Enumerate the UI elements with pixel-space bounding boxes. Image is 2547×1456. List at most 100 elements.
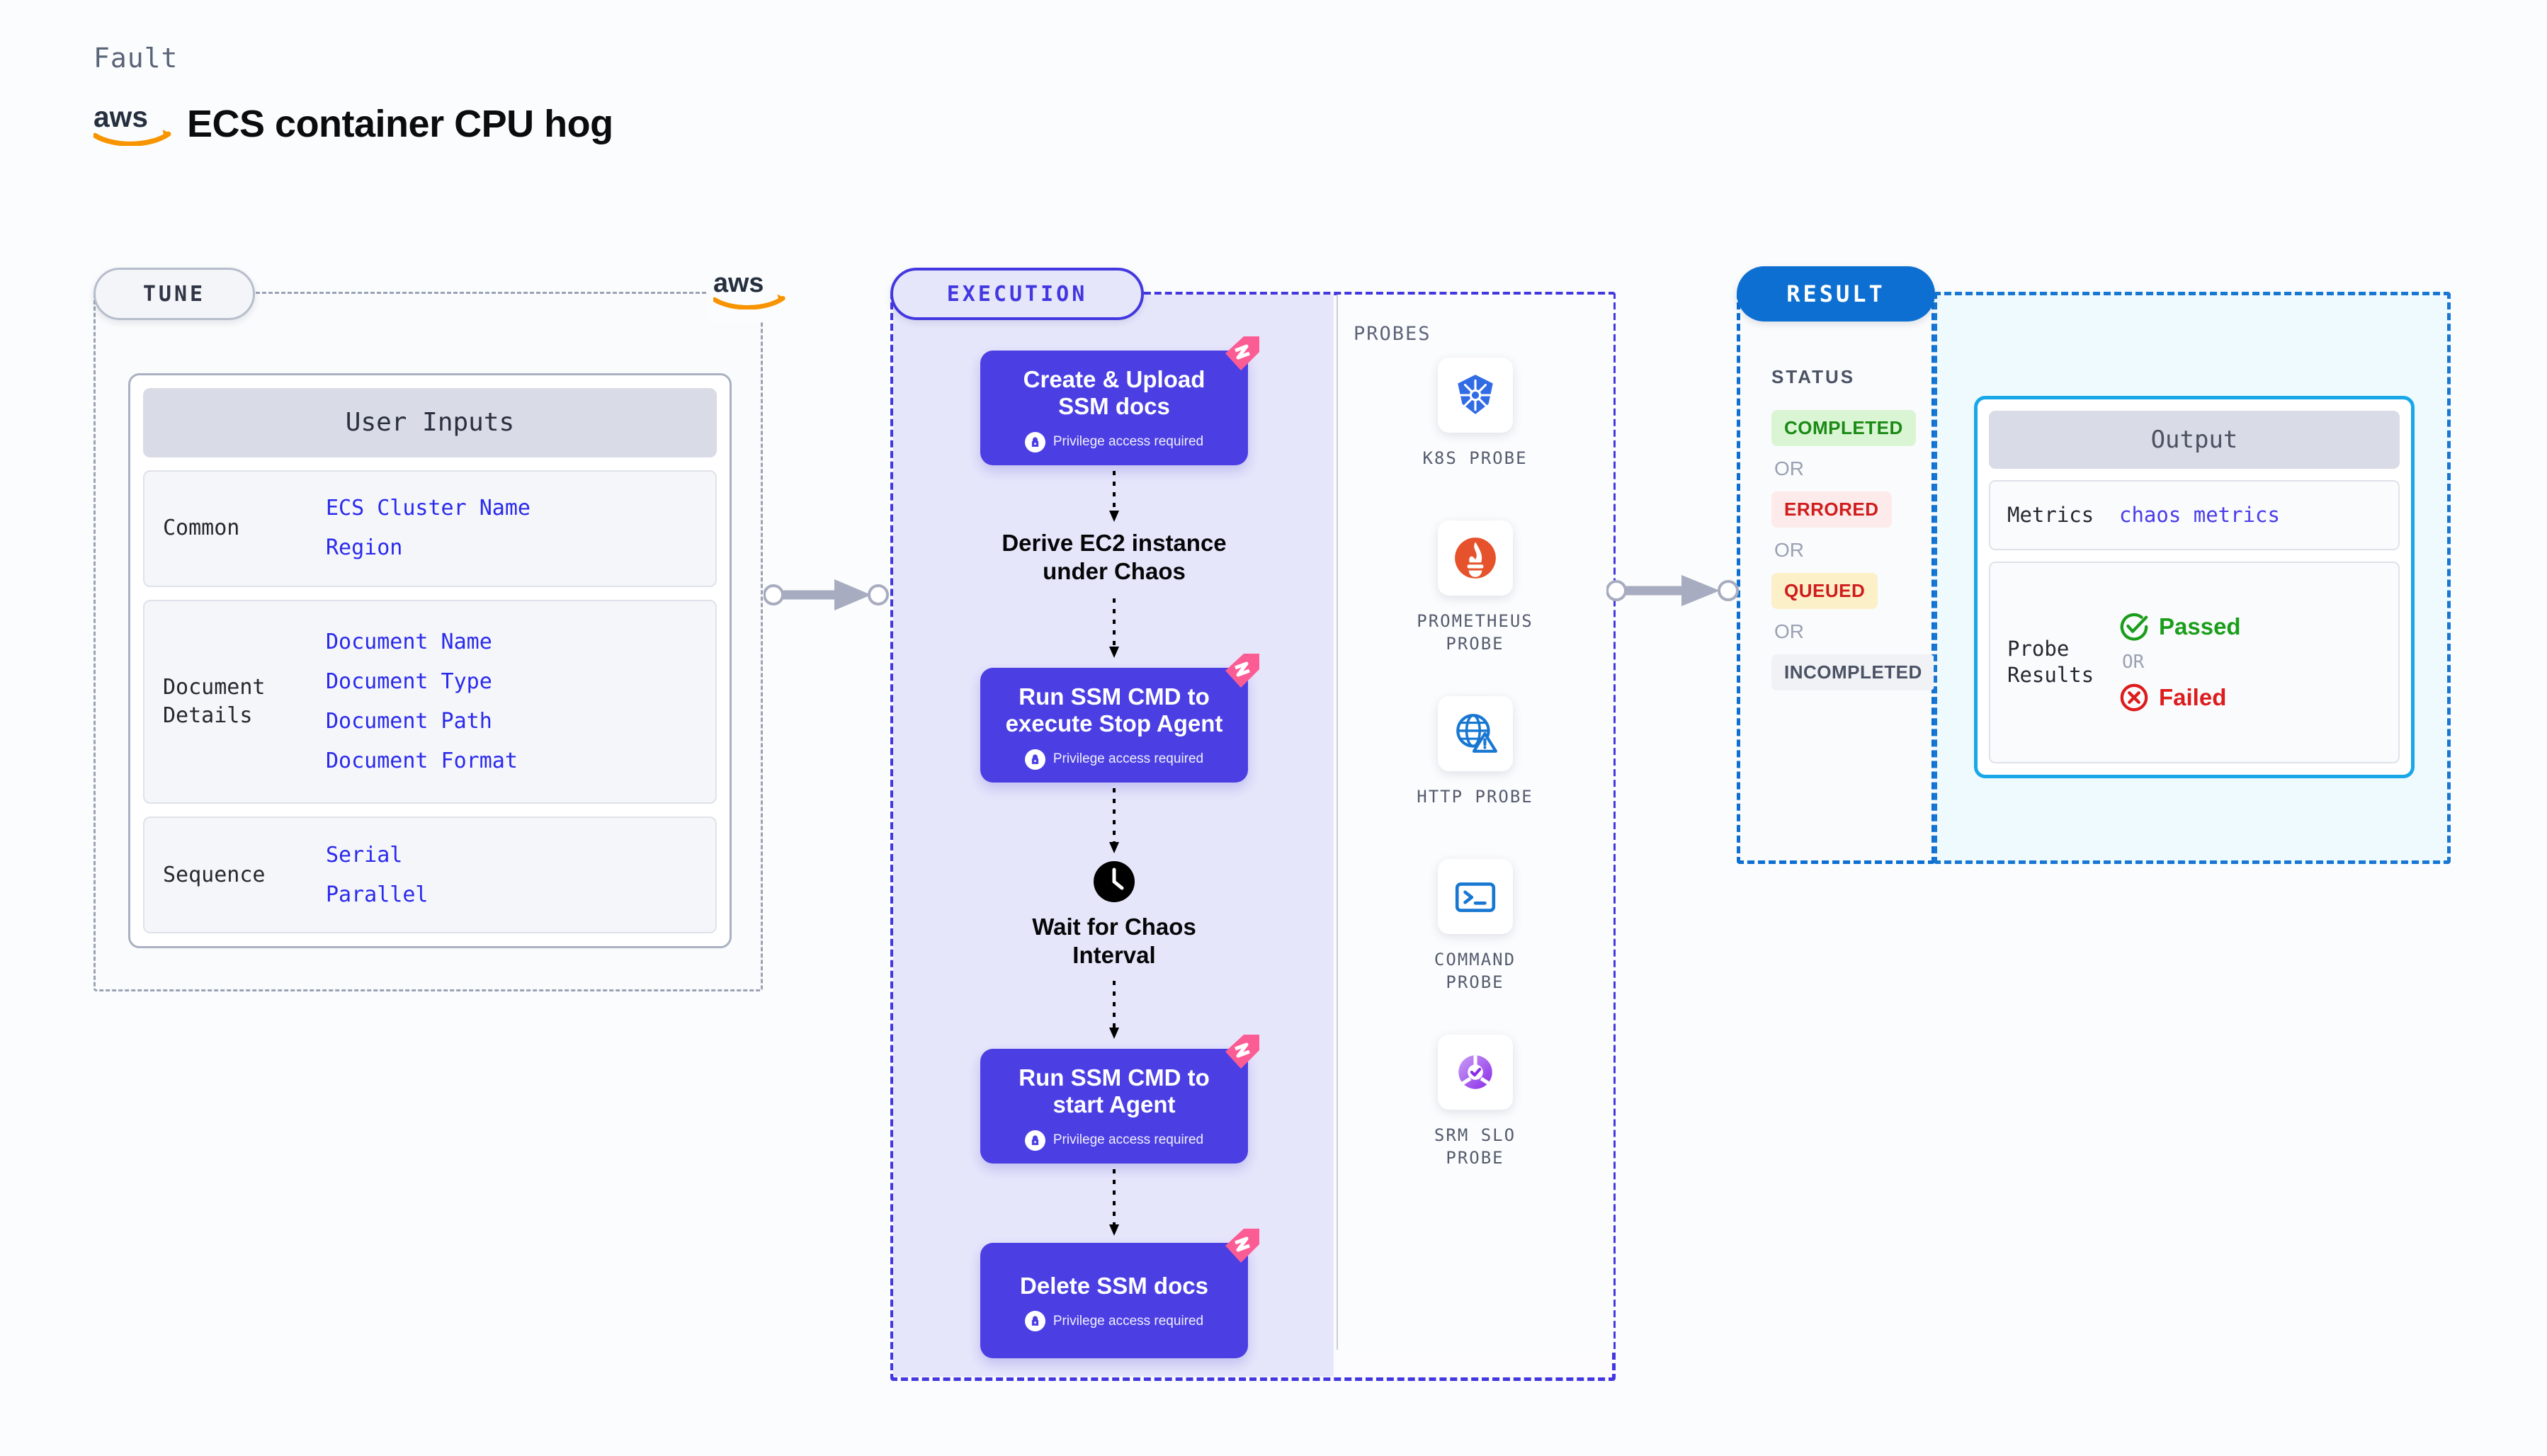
node-title-line1: Run SSM CMD to — [1019, 683, 1210, 710]
lock-icon — [1024, 1130, 1045, 1151]
page-title: ECS container CPU hog — [187, 103, 613, 145]
tune-to-execution-arrow — [764, 579, 889, 610]
input-field-document-name[interactable]: Document Name — [326, 629, 492, 654]
chaos-flag-icon — [1225, 336, 1259, 370]
status-list: COMPLETED OR ERRORED OR QUEUED OR INCOMP… — [1771, 410, 1935, 690]
node-title-line1: Delete SSM docs — [1020, 1273, 1208, 1299]
page-header: Fault aws ECS container CPU hog — [93, 42, 613, 146]
result-stage-pill[interactable]: RESULT — [1737, 266, 1935, 322]
node-title-line1: Run SSM CMD to — [1019, 1064, 1210, 1091]
fault-title-row: aws ECS container CPU hog — [93, 102, 613, 146]
result-output-panel: Output Metrics chaos metrics Probe Resul… — [1934, 292, 2451, 864]
result-status-panel: STATUS COMPLETED OR ERRORED OR QUEUED OR… — [1737, 292, 1935, 864]
privilege-note: Privilege access required — [989, 1130, 1240, 1151]
probe-result-values: Passed OR Failed — [2119, 612, 2241, 712]
output-probe-label: Probe Results — [2007, 636, 2094, 688]
flow-step-derive-ec2-instance: Derive EC2 instance under Chaos — [965, 529, 1263, 585]
privilege-note-text: Privilege access required — [1053, 1132, 1204, 1148]
probe-result-passed: Passed — [2119, 612, 2241, 642]
flow-node-run-ssm-cmd-stop-agent[interactable]: Run SSM CMD to execute Stop Agent Privil… — [980, 654, 1259, 783]
input-group-label: Common — [163, 516, 240, 541]
node-title-line2: execute Stop Agent — [1005, 710, 1223, 737]
probe-label: HTTP PROBE — [1417, 787, 1533, 807]
flow-text-line2: Interval — [1072, 941, 1156, 968]
fault-kicker: Fault — [93, 42, 178, 74]
flow-node-run-ssm-cmd-start-agent[interactable]: Run SSM CMD to start Agent Privilege acc… — [980, 1035, 1259, 1164]
node-title-line1: Create & Upload — [1023, 366, 1206, 392]
flow-connector — [1109, 788, 1119, 853]
input-field-ecs-cluster-name[interactable]: ECS Cluster Name — [326, 496, 531, 521]
input-field-document-type[interactable]: Document Type — [326, 669, 492, 694]
probe-label: COMMAND PROBE — [1434, 950, 1516, 993]
node-title-line2: SSM docs — [1058, 393, 1170, 420]
probe-tile — [1437, 696, 1513, 771]
chaos-flag-icon — [1225, 654, 1259, 688]
srm-slo-icon — [1458, 1055, 1492, 1089]
probe-tile — [1437, 358, 1513, 433]
probe-failed-label: Failed — [2159, 684, 2227, 711]
chaos-flag-icon — [1225, 1035, 1259, 1069]
output-title: Output — [1989, 411, 2400, 469]
probe-passed-label: Passed — [2159, 613, 2241, 640]
probe-item-http[interactable]: HTTP PROBE — [1337, 696, 1613, 808]
input-field-region[interactable]: Region — [326, 535, 403, 561]
input-group-document-details: Document Details Document Name Document … — [143, 599, 717, 804]
user-inputs-card: User Inputs Common ECS Cluster Name Regi… — [128, 373, 732, 948]
probe-label: SRM SLO PROBE — [1434, 1125, 1516, 1168]
clock-icon — [1094, 861, 1135, 902]
terminal-icon — [1455, 882, 1495, 912]
input-field-serial[interactable]: Serial — [326, 842, 403, 868]
status-or-label: OR — [1774, 620, 1804, 642]
flow-connector — [1109, 1169, 1119, 1236]
tune-aws-badge: aws — [708, 256, 792, 322]
flow-node-create-upload-ssm-docs[interactable]: Create & Upload SSM docs Privilege acces… — [980, 336, 1259, 465]
probe-item-command[interactable]: COMMAND PROBE — [1337, 859, 1613, 994]
status-badge-incompleted: INCOMPLETED — [1771, 654, 1935, 690]
input-field-document-path[interactable]: Document Path — [326, 708, 492, 734]
probe-label: PROMETHEUS PROBE — [1417, 611, 1533, 654]
status-badge-queued: QUEUED — [1771, 573, 1878, 609]
lock-icon — [1024, 431, 1045, 453]
input-group-sequence: Sequence Serial Parallel — [143, 817, 717, 933]
svg-text:aws: aws — [713, 268, 764, 298]
status-or-label: OR — [1774, 457, 1804, 479]
prometheus-icon — [1454, 538, 1496, 579]
probe-item-k8s[interactable]: K8S PROBE — [1337, 358, 1613, 470]
privilege-note-text: Privilege access required — [1053, 751, 1204, 767]
output-metrics-value[interactable]: chaos metrics — [2119, 503, 2280, 528]
flow-text-line1: Derive EC2 instance — [1002, 530, 1227, 556]
privilege-note: Privilege access required — [989, 431, 1240, 453]
chaos-flag-icon — [1225, 1229, 1259, 1263]
status-or-label: OR — [1774, 539, 1804, 561]
probe-label: K8S PROBE — [1422, 448, 1528, 468]
flow-node-delete-ssm-docs[interactable]: Delete SSM docs Privilege access require… — [980, 1229, 1259, 1359]
probe-item-srm-slo[interactable]: SRM SLO PROBE — [1337, 1035, 1613, 1170]
input-field-document-format[interactable]: Document Format — [326, 748, 518, 773]
tune-stage-pill[interactable]: TUNE — [93, 268, 255, 320]
execution-to-result-arrow — [1606, 575, 1739, 606]
execution-flow: Create & Upload SSM docs Privilege acces… — [894, 295, 1334, 1377]
node-title-line2: start Agent — [1053, 1091, 1176, 1118]
privilege-note: Privilege access required — [989, 749, 1240, 770]
input-group-values: ECS Cluster Name Region — [326, 498, 531, 559]
privilege-note: Privilege access required — [989, 1311, 1240, 1332]
status-section-label: STATUS — [1771, 366, 1856, 387]
probes-section-label: PROBES — [1354, 323, 1431, 345]
flow-text-line2: under Chaos — [1043, 557, 1186, 584]
execution-panel: PROBES Create & Upload SSM docs Privileg… — [890, 292, 1616, 1381]
kubernetes-icon — [1457, 375, 1493, 414]
input-group-label: Document Details — [163, 675, 266, 728]
http-globe-icon — [1456, 714, 1497, 753]
flow-connector — [1109, 598, 1119, 658]
input-group-values: Document Name Document Type Document Pat… — [326, 629, 518, 773]
probe-item-prometheus[interactable]: PROMETHEUS PROBE — [1337, 521, 1613, 656]
privilege-note-text: Privilege access required — [1053, 434, 1204, 450]
execution-stage-pill[interactable]: EXECUTION — [890, 268, 1144, 320]
flow-connector — [1109, 471, 1119, 522]
flow-step-wait-for-chaos-interval: Wait for Chaos Interval — [965, 913, 1263, 969]
output-row-metrics: Metrics chaos metrics — [1989, 480, 2400, 550]
probe-tile — [1437, 859, 1513, 934]
lock-icon — [1024, 749, 1045, 770]
input-field-parallel[interactable]: Parallel — [326, 882, 429, 907]
input-group-label: Sequence — [163, 862, 266, 887]
